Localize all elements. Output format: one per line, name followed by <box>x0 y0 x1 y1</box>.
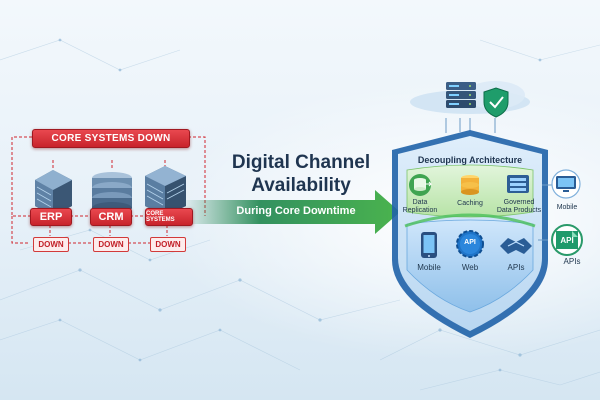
channel-label-apis: APIs <box>507 263 525 272</box>
channel-label-mobile: Mobile <box>417 263 441 272</box>
core-server-icon <box>145 166 186 216</box>
core-systems-label: CORE SYSTEMS <box>145 208 193 226</box>
outer-mobile-icon <box>542 169 581 199</box>
api-gear-icon <box>456 230 484 258</box>
data-replication-icon <box>409 174 433 196</box>
mobile-phone-icon <box>421 232 437 258</box>
service-label-replication: Data Replication <box>402 199 438 214</box>
outer-api-badge: API <box>560 236 574 245</box>
web-api-badge: API <box>464 239 476 246</box>
architecture-title: Decoupling Architecture <box>417 155 523 165</box>
service-label-governed: Governed Data Products <box>496 199 542 214</box>
cache-icon <box>461 175 479 195</box>
cloud-server-icon <box>410 81 530 118</box>
crm-label: CRM <box>90 208 132 226</box>
service-label-caching: Caching <box>457 200 483 207</box>
outer-api-icon <box>538 224 583 256</box>
erp-server-icon <box>35 170 72 216</box>
arrow-label: During Core Downtime <box>236 205 356 217</box>
outer-mobile-label: Mobile <box>556 204 578 211</box>
core-systems-down-banner: CORE SYSTEMS DOWN <box>32 129 190 148</box>
crm-down-badge: DOWN <box>93 237 129 252</box>
handshake-icon <box>500 238 532 254</box>
outer-apis-label: APIs <box>563 257 581 266</box>
core-down-badge: DOWN <box>150 237 186 252</box>
title-line-1: Digital Channel <box>231 152 371 173</box>
channel-label-web: Web <box>461 263 479 272</box>
erp-label: ERP <box>30 208 72 226</box>
title-line-2: Availability <box>251 175 351 196</box>
main-arrow <box>185 190 400 234</box>
erp-down-badge: DOWN <box>33 237 69 252</box>
governed-data-icon <box>507 175 529 193</box>
